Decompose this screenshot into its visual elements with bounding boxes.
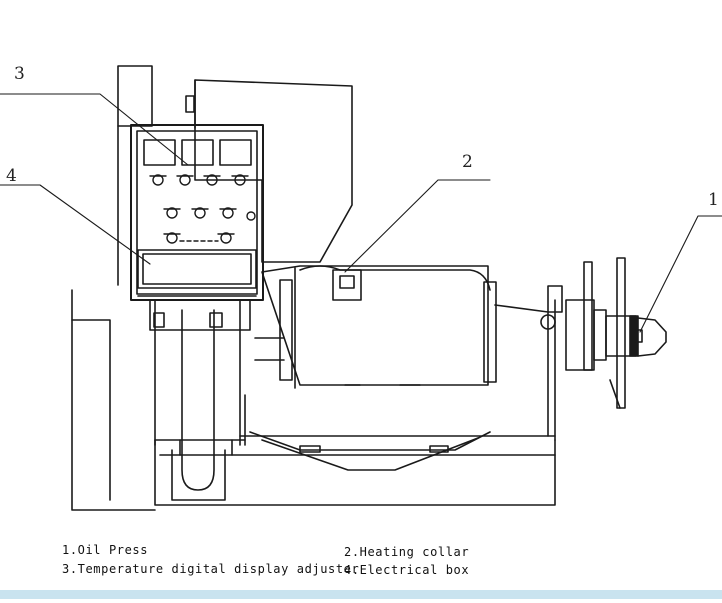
- left-column: [117, 65, 153, 286]
- bottom-strip: [0, 590, 722, 599]
- hopper: [185, 79, 353, 263]
- leader-4: [0, 184, 151, 265]
- legend-item-electrical-box: 4.Electrical box: [344, 563, 470, 577]
- leader-1: [639, 215, 722, 333]
- knobs-row-3: [163, 232, 235, 244]
- legend-item-oil-press: 1.Oil Press: [62, 543, 149, 557]
- knobs-row-1: [149, 174, 249, 186]
- base-frame: [71, 289, 556, 511]
- callout-4: 4: [6, 166, 17, 186]
- legend-item-temperature-adjuster: 3.Temperature digital display adjuster: [62, 562, 360, 576]
- leader-2: [344, 179, 491, 273]
- knobs-row-2: [163, 207, 256, 221]
- center-column: [149, 299, 251, 501]
- trough: [249, 431, 491, 471]
- press-head: [494, 257, 667, 441]
- legend-item-heating-collar: 2.Heating collar: [344, 545, 470, 559]
- electrical-box: [130, 124, 264, 301]
- callout-3: 3: [14, 64, 25, 84]
- heating-collar: [254, 265, 497, 389]
- leader-3: [0, 93, 189, 166]
- leader-lines: [0, 93, 722, 333]
- callout-1: 1: [708, 190, 719, 210]
- callout-2: 2: [462, 152, 473, 172]
